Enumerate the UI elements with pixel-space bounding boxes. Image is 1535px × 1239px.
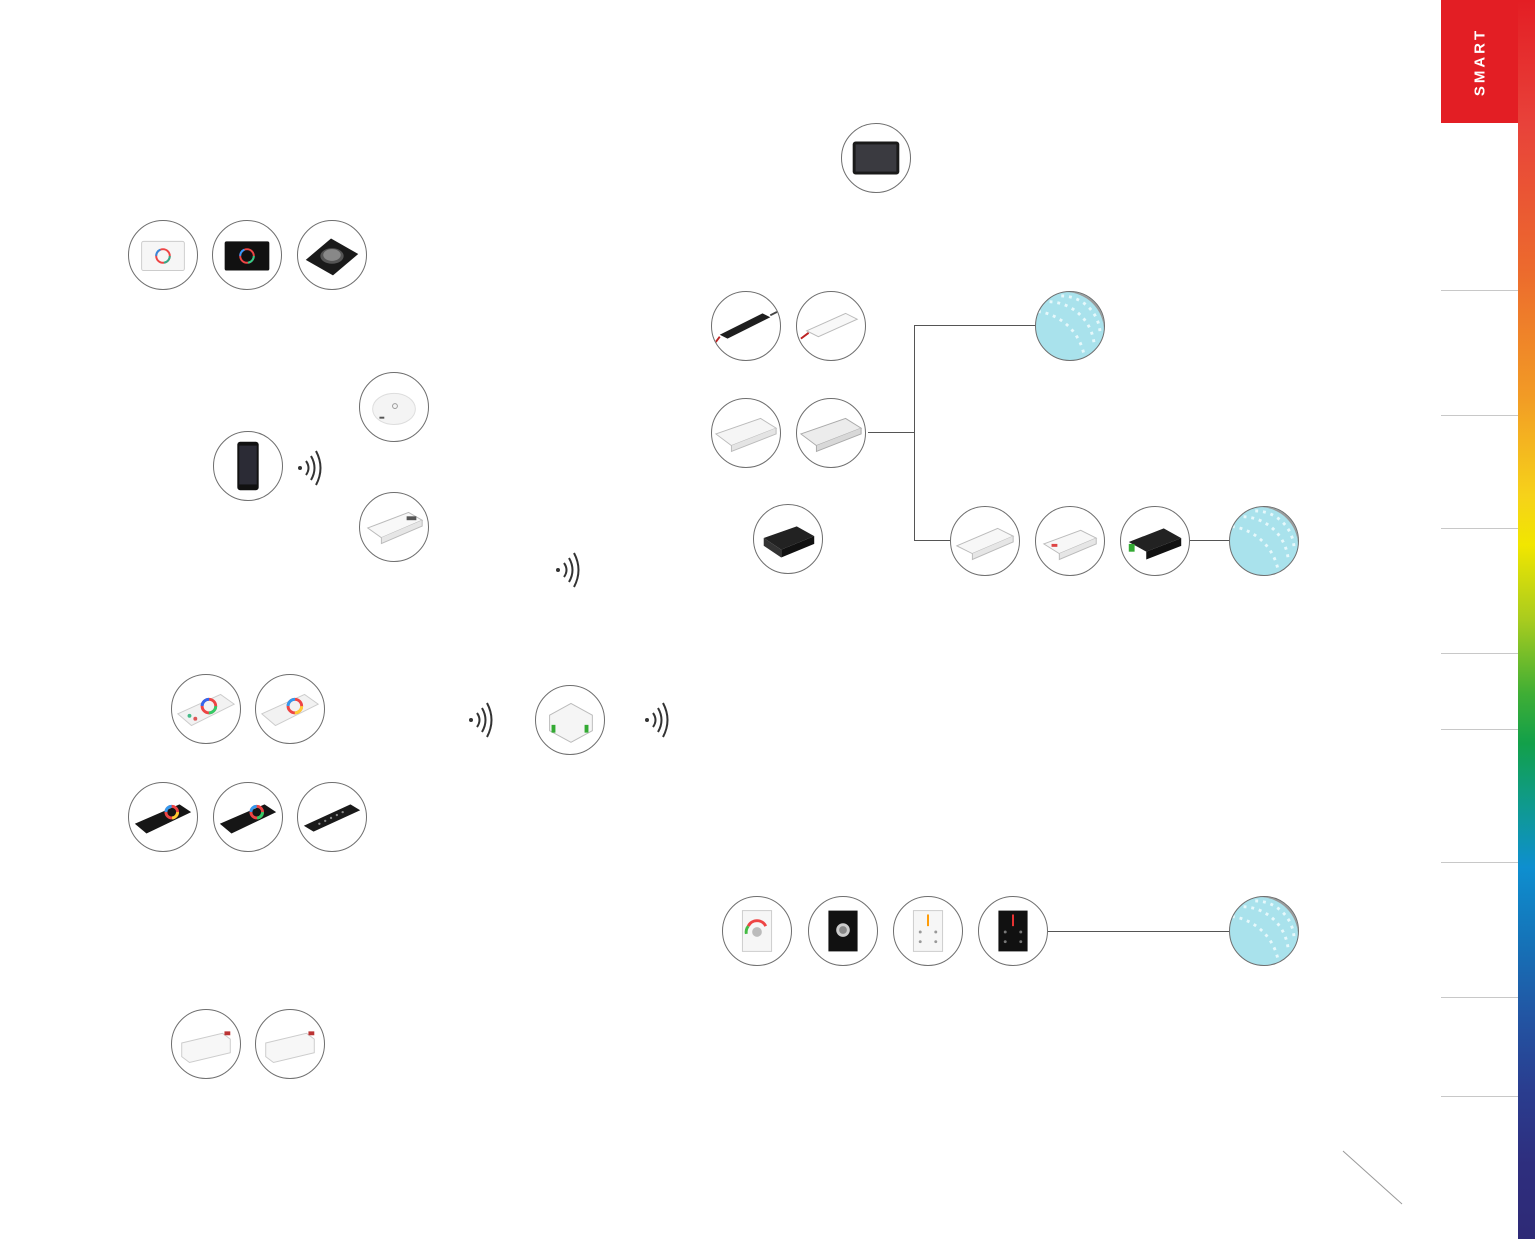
wireless-signal-icon — [469, 702, 493, 738]
connector-line — [868, 432, 914, 433]
round-wifi-hub-icon[interactable] — [359, 372, 429, 442]
smartphone-icon[interactable] — [213, 431, 283, 501]
white-touch-panel-icon[interactable] — [128, 220, 198, 290]
rotary-dimmer-panel-icon[interactable] — [297, 220, 367, 290]
white-amplifier-icon[interactable] — [950, 506, 1020, 576]
sidebar-divider — [1441, 415, 1518, 416]
white-rgb-remote-icon[interactable] — [255, 674, 325, 744]
connector-line — [914, 325, 915, 541]
sidebar-divider — [1441, 862, 1518, 863]
black-touch-panel-icon[interactable] — [212, 220, 282, 290]
white-relay-module-icon[interactable] — [255, 1009, 325, 1079]
slim-controller-icon[interactable] — [711, 291, 781, 361]
connector-line — [914, 325, 1036, 326]
white-rotary-panel-icon[interactable] — [722, 896, 792, 966]
sidebar-divider — [1441, 1096, 1518, 1097]
sidebar-divider — [1441, 997, 1518, 998]
wireless-signal-icon — [645, 702, 669, 738]
white-amplifier-icon[interactable] — [1035, 506, 1105, 576]
slim-controller-icon[interactable] — [796, 291, 866, 361]
led-strip-icon — [1229, 896, 1299, 966]
sidebar-tab-smart[interactable]: SMART — [1441, 0, 1518, 123]
tablet-icon[interactable] — [841, 123, 911, 193]
black-rotary-panel-icon[interactable] — [808, 896, 878, 966]
box-controller-icon[interactable] — [796, 398, 866, 468]
white-rgb-remote-icon[interactable] — [171, 674, 241, 744]
wifi-controller-box-icon[interactable] — [359, 492, 429, 562]
corner-diagonal-line — [1342, 1150, 1403, 1205]
led-strip-icon — [1035, 291, 1105, 361]
connector-line — [1048, 931, 1230, 932]
box-controller-icon[interactable] — [711, 398, 781, 468]
connector-line — [1190, 540, 1230, 541]
mini-receiver-module-icon[interactable] — [535, 685, 605, 755]
sidebar-divider — [1441, 729, 1518, 730]
connector-line — [914, 540, 950, 541]
black-touch-strip-panel-icon[interactable] — [978, 896, 1048, 966]
sidebar-divider — [1441, 290, 1518, 291]
black-rgb-remote-icon[interactable] — [128, 782, 198, 852]
black-amplifier-icon[interactable] — [753, 504, 823, 574]
wireless-signal-icon — [556, 552, 580, 588]
white-relay-module-icon[interactable] — [171, 1009, 241, 1079]
wireless-signal-icon — [298, 450, 322, 486]
white-touch-strip-panel-icon[interactable] — [893, 896, 963, 966]
sidebar-divider — [1441, 653, 1518, 654]
sidebar-tab-label: SMART — [1471, 27, 1488, 96]
sidebar-divider — [1441, 528, 1518, 529]
black-slim-remote-icon[interactable] — [297, 782, 367, 852]
black-rgb-remote-icon[interactable] — [213, 782, 283, 852]
led-strip-icon — [1229, 506, 1299, 576]
rainbow-color-bar — [1518, 0, 1535, 1239]
black-amplifier-icon[interactable] — [1120, 506, 1190, 576]
